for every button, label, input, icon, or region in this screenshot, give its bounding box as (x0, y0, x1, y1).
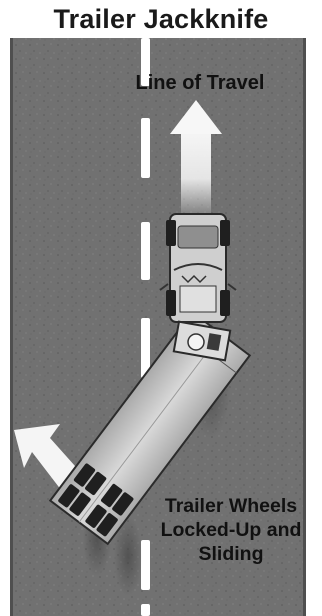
line-of-travel-label: Line of Travel (100, 72, 300, 95)
truck-cab-icon (160, 214, 236, 322)
trailer-wheels-label-line3: Sliding (140, 542, 322, 566)
trailer-wheels-label-line2: Locked-Up and (140, 518, 322, 542)
trailer-wheels-label: Trailer Wheels Locked-Up and Sliding (140, 494, 322, 566)
diagram-title: Trailer Jackknife (0, 4, 322, 35)
road-left-edge (10, 38, 13, 616)
trailer-wheels-label-line1: Trailer Wheels (140, 494, 322, 518)
